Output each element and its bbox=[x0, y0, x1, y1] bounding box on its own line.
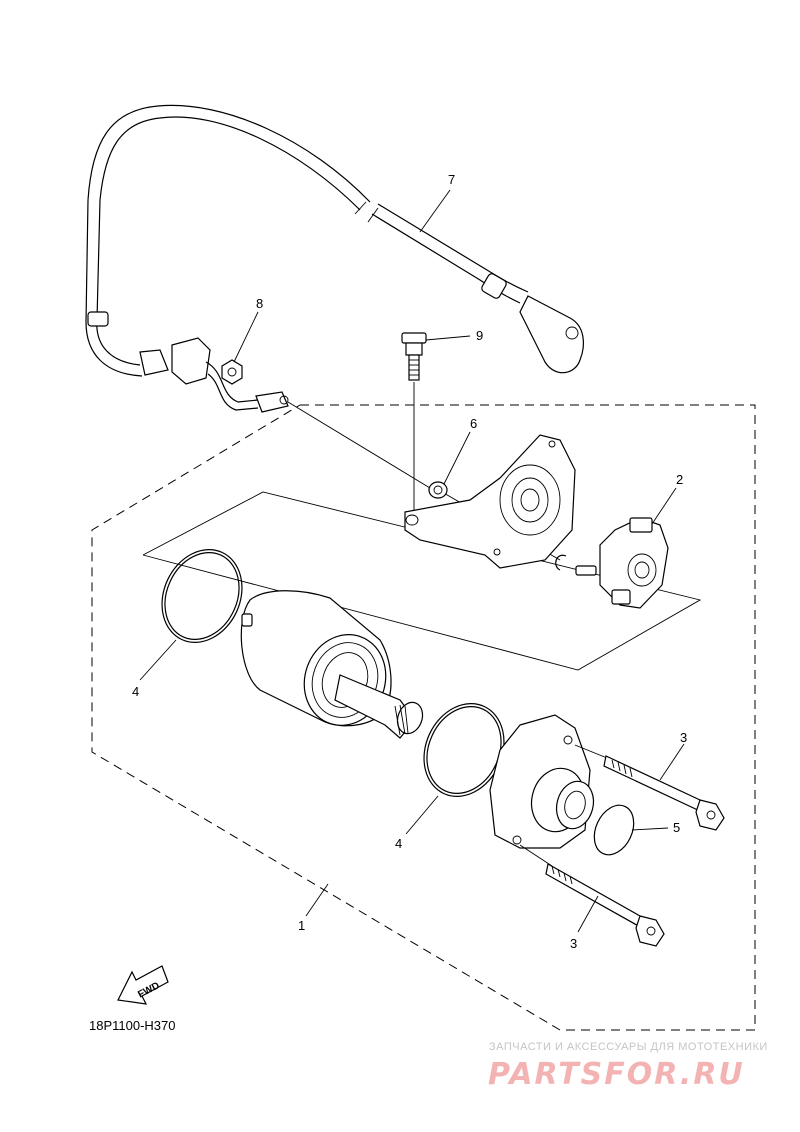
diagram-code: 18P1100-H370 bbox=[89, 1018, 176, 1033]
o-ring-4-upper bbox=[161, 549, 243, 643]
brush-holder-2 bbox=[575, 517, 669, 609]
callout-3-upper: 3 bbox=[680, 730, 687, 745]
front-cover bbox=[404, 434, 576, 569]
starter-cable bbox=[85, 104, 585, 413]
washer-6 bbox=[428, 481, 448, 499]
watermark-tagline: ЗАПЧАСТИ И АКСЕССУАРЫ ДЛЯ МОТОТЕХНИКИ bbox=[489, 1041, 768, 1053]
watermark-logo: PARTSFOR.RU bbox=[488, 1057, 745, 1092]
bolt-9 bbox=[401, 332, 427, 381]
callout-7: 7 bbox=[448, 172, 455, 187]
callout-3-lower: 3 bbox=[570, 936, 577, 951]
long-bolt-3-upper bbox=[574, 744, 725, 831]
callout-8: 8 bbox=[256, 296, 263, 311]
callout-1: 1 bbox=[298, 918, 305, 933]
callouts: 7 8 9 6 2 4 4 3 5 3 1 bbox=[132, 172, 687, 951]
callout-5: 5 bbox=[673, 820, 680, 835]
callout-2: 2 bbox=[676, 472, 683, 487]
subassembly-plane bbox=[142, 491, 702, 671]
long-bolt-3-lower bbox=[519, 844, 665, 947]
callout-4-lower: 4 bbox=[395, 836, 402, 851]
callout-6: 6 bbox=[470, 416, 477, 431]
assembly-boundary bbox=[91, 404, 756, 1031]
callout-9: 9 bbox=[476, 328, 483, 343]
callout-4-upper: 4 bbox=[132, 684, 139, 699]
nut-8 bbox=[221, 359, 243, 385]
fwd-arrow-icon: FWD bbox=[117, 965, 169, 1005]
motor-yoke bbox=[240, 590, 424, 739]
callout-leaders bbox=[139, 189, 685, 933]
rear-cover bbox=[489, 714, 595, 849]
o-ring-5 bbox=[593, 804, 635, 856]
clip bbox=[555, 554, 567, 571]
watermark: ЗАПЧАСТИ И АКСЕССУАРЫ ДЛЯ МОТОТЕХНИКИ PA… bbox=[488, 1041, 768, 1092]
